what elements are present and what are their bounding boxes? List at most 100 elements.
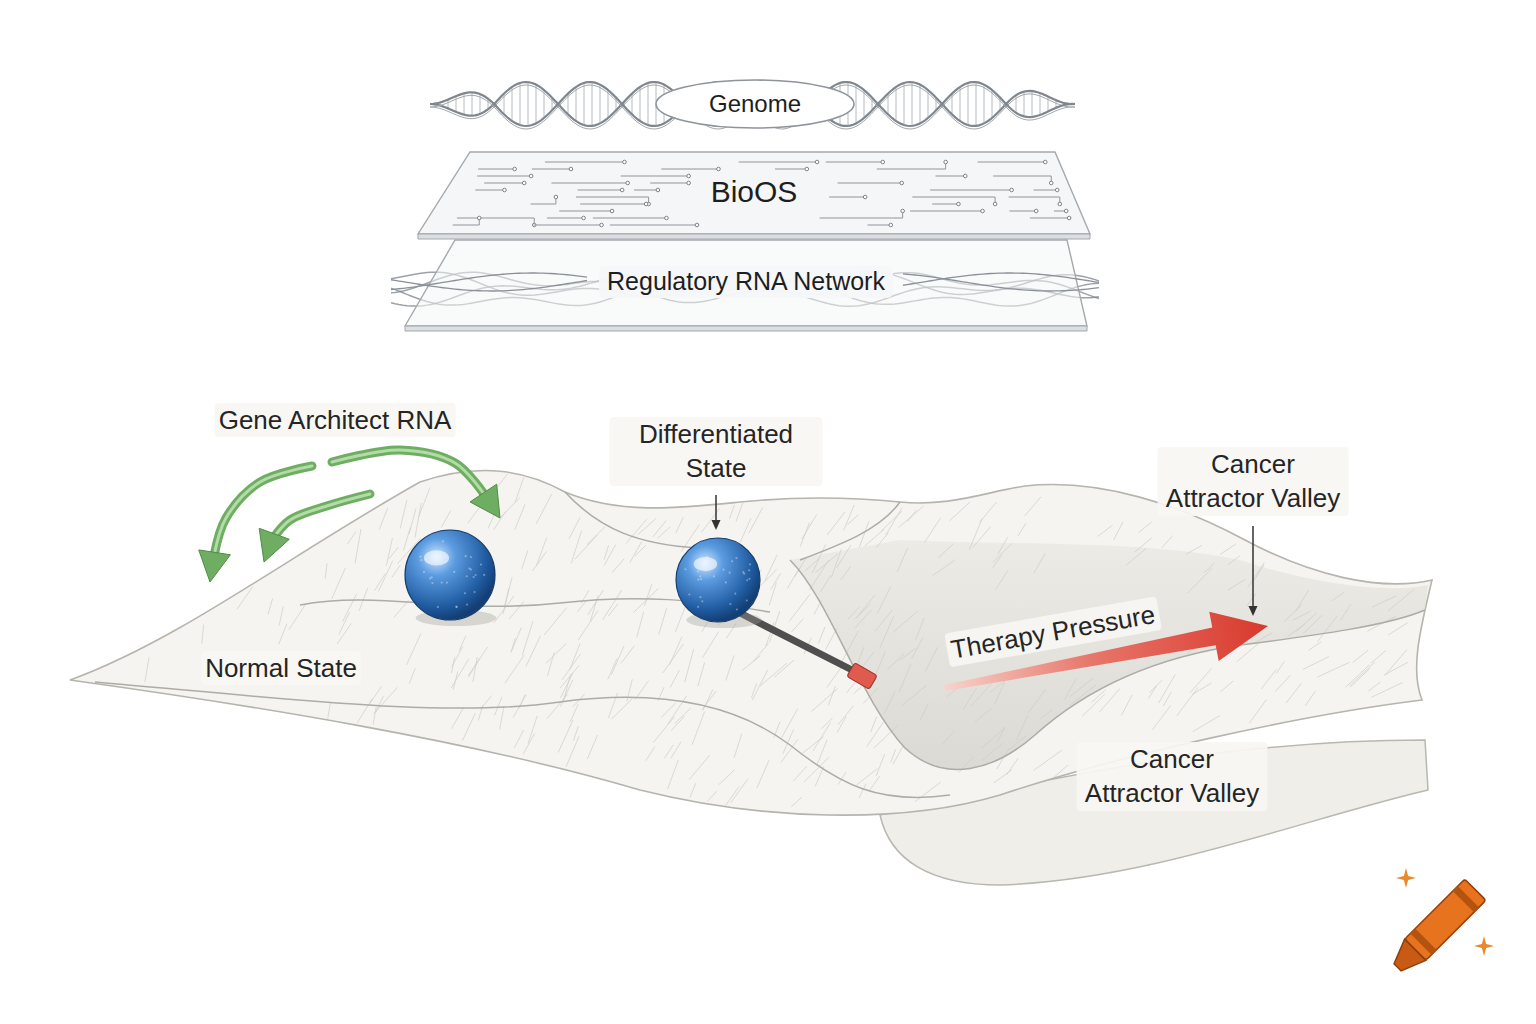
sheet-hatch: [1228, 556, 1240, 565]
circuit-pad: [1055, 188, 1059, 192]
sheet-hatch: [670, 670, 679, 687]
ball-speckle: [729, 603, 731, 605]
circuit-trace: [531, 197, 556, 204]
circuit-trace: [838, 183, 902, 184]
sheet-hatch: [1114, 522, 1123, 540]
sheet-hatch: [1309, 642, 1322, 651]
sheet-hatch: [514, 730, 523, 748]
sheet-hatch: [1237, 644, 1258, 662]
sheet-hatch: [707, 791, 717, 801]
sheet-hatch: [441, 511, 451, 528]
node-label: Genome: [701, 89, 809, 119]
helix-rung: [960, 87, 961, 121]
sheet-hatch: [915, 782, 941, 802]
sheet-hatch: [1091, 690, 1105, 703]
sheet-hatch: [1372, 596, 1396, 607]
helix-rung: [928, 90, 929, 118]
circuit-pad: [582, 216, 586, 220]
sheet-hatch: [729, 505, 734, 519]
sheet-hatch: [1034, 553, 1046, 573]
helix-rung: [536, 85, 537, 124]
sheet-hatch: [841, 566, 851, 580]
sheet-hatch: [815, 766, 824, 786]
circuit-trace: [932, 204, 958, 205]
sheet-hatch: [1367, 616, 1395, 631]
ball-speckle: [722, 568, 724, 570]
sheet-hatch: [612, 559, 624, 573]
ball-speckle: [701, 600, 703, 602]
helix-rung: [648, 83, 649, 125]
sheet-hatch: [522, 551, 528, 570]
sheet-hatch: [1192, 683, 1211, 695]
sheet-hatch: [1177, 688, 1198, 716]
sheet-hatch: [975, 708, 992, 721]
sheet-hatch: [893, 746, 903, 765]
circuit-pad: [900, 181, 904, 185]
sheet-hatch: [1162, 536, 1173, 548]
ball-speckle: [700, 578, 702, 580]
sheet-hatch: [279, 607, 283, 626]
sheet-hatch: [494, 596, 514, 623]
sheet-hatch: [355, 529, 361, 563]
circuit-trace: [829, 197, 865, 198]
helix-rung: [520, 83, 521, 125]
sheet-hatch: [378, 561, 392, 592]
illustration-label: Cancer Attractor Valley: [1158, 447, 1349, 516]
circuit-pad: [1058, 202, 1062, 206]
sheet-hatch: [898, 506, 923, 527]
contour-line: [800, 502, 900, 560]
illustration-label: Differentiated State: [610, 417, 823, 486]
circuit-pad: [477, 216, 481, 220]
ball-speckle: [697, 579, 699, 581]
circuit-pad: [610, 209, 614, 213]
sheet-hatch: [1305, 691, 1315, 706]
circuit-trace: [559, 211, 612, 212]
leader-line: [715, 495, 717, 522]
sheet-hatch: [871, 717, 877, 733]
circuit-trace: [912, 197, 995, 204]
circuit-trace: [993, 176, 1051, 183]
sheet-hatch: [757, 760, 769, 788]
sheet-hatch: [560, 680, 573, 707]
sheet-hatch: [1139, 522, 1152, 532]
sheet-hatch: [881, 511, 902, 531]
ball-speckle: [470, 556, 472, 558]
circuit-trace: [1009, 197, 1060, 204]
sheet-hatch: [884, 691, 895, 714]
sheet-hatch: [1220, 681, 1233, 692]
helix-rung: [528, 82, 529, 126]
sheet-hatch: [701, 508, 719, 532]
ball-speckle: [473, 576, 475, 578]
sheet-hatch: [1188, 568, 1212, 593]
green-arrow-shaft: [332, 450, 484, 494]
helix-rung: [512, 87, 513, 121]
sheet-hatch: [389, 547, 398, 559]
sheet-hatch: [1385, 650, 1407, 676]
sheet-hatch: [1099, 688, 1120, 712]
sheet-hatch: [505, 655, 524, 683]
sheet-hatch: [1040, 710, 1052, 719]
sparkle: [1396, 868, 1416, 888]
circuit-trace: [877, 162, 946, 169]
circuit-trace: [610, 225, 697, 226]
circuit-pad: [901, 209, 905, 213]
helix-rung: [600, 85, 601, 124]
layer-plane: Regulatory RNA Network: [405, 238, 1087, 332]
helix-rung: [576, 87, 577, 121]
ball-speckle: [684, 568, 686, 570]
plane-face: [418, 152, 1090, 234]
sheet-hatch: [1098, 525, 1113, 536]
sheet-hatch: [1034, 750, 1062, 770]
circuit-pad: [529, 174, 533, 178]
circuit-trace: [1034, 190, 1058, 191]
sheet-hatch: [804, 757, 829, 782]
sheet-hatch: [1371, 651, 1386, 664]
ball-speckle: [699, 575, 701, 577]
sheet-hatch: [1029, 689, 1046, 713]
crayon-icon: [1387, 879, 1486, 978]
ball-speckle: [466, 575, 468, 577]
sheet-hatch: [982, 743, 1002, 760]
sheet-hatch: [893, 611, 918, 632]
ball-speckle: [749, 563, 751, 565]
sheet-hatch: [1340, 604, 1351, 620]
